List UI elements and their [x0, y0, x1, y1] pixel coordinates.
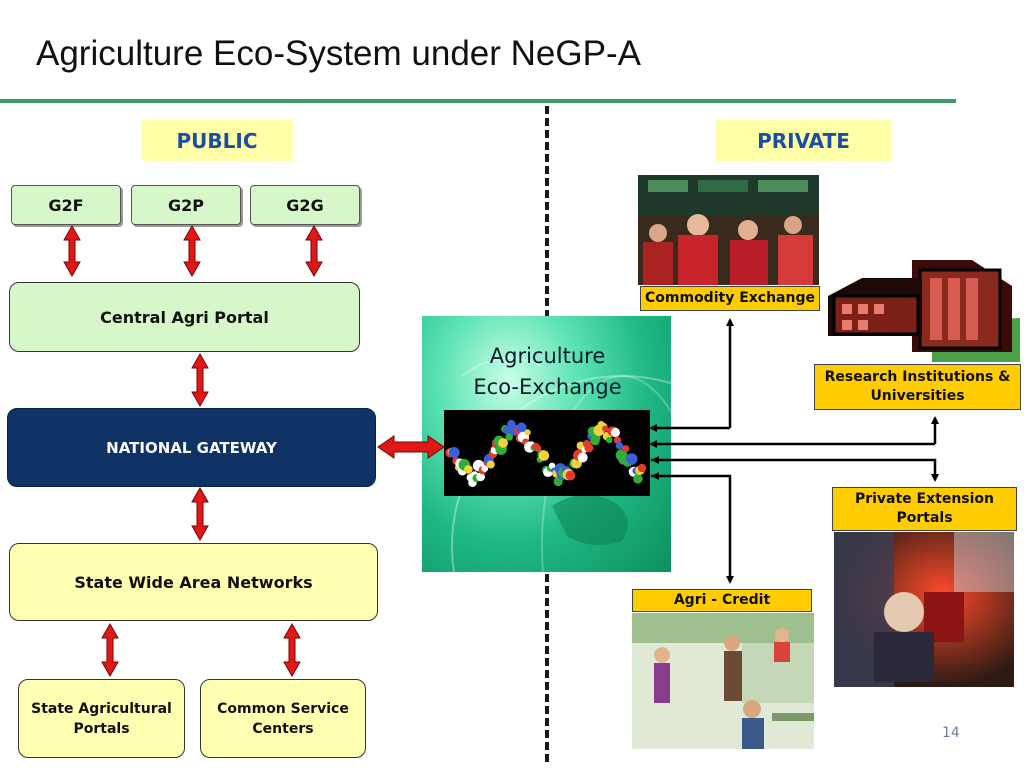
slide-title: Agriculture Eco-System under NeGP-A: [36, 34, 641, 73]
private-header: PRIVATE: [716, 120, 891, 161]
commodity-exchange-photo: [638, 175, 819, 285]
channel-g2p: G2P: [131, 185, 241, 225]
double-arrow-swan-csc: [283, 622, 301, 678]
double-arrow-gateway-exchange: [377, 435, 445, 459]
molecule-atom: [505, 433, 513, 441]
exchange-to-credit-arrow: [651, 474, 734, 584]
molecule-atom: [625, 453, 638, 465]
molecule-atom: [464, 465, 473, 474]
eco-exchange-title-line1: Agriculture: [489, 344, 606, 368]
molecule-atom: [584, 443, 594, 453]
molecule-atom: [516, 422, 527, 433]
channel-g2g: G2G: [250, 185, 360, 225]
molecule-atom: [476, 472, 485, 482]
private-connectors: [649, 318, 939, 584]
molecule-image: [444, 410, 650, 496]
national-gateway: NATIONAL GATEWAY: [7, 408, 376, 487]
central-agri-portal: Central Agri Portal: [9, 282, 360, 352]
molecule-atom: [577, 452, 588, 463]
molecule-atom: [622, 445, 630, 453]
double-arrow-swan-portals: [101, 622, 119, 678]
eco-exchange-title: Agriculture Eco-Exchange: [430, 341, 665, 403]
molecule-atom: [448, 447, 460, 459]
molecule-atom: [633, 474, 643, 484]
agri-credit-photo: [632, 613, 814, 749]
double-arrow-g2p: [183, 224, 201, 278]
molecule-atom: [548, 462, 556, 469]
commodity-exchange-label: Commodity Exchange: [640, 286, 820, 311]
credit-to-exchange-arrowhead: [651, 472, 659, 480]
double-arrow-gateway-swan: [191, 486, 209, 542]
agri-credit-label: Agri - Credit: [632, 589, 812, 612]
molecule-atom: [503, 425, 512, 435]
molecule-atom: [602, 425, 609, 432]
molecule-atom: [610, 427, 620, 438]
molecule-atom: [524, 429, 531, 436]
molecule-atom: [486, 460, 495, 469]
research-building-icon: [822, 256, 1020, 362]
molecule-atom: [615, 441, 624, 450]
private-extension-photo: [834, 532, 1014, 687]
double-arrow-portal-gateway: [191, 352, 209, 408]
exchange-to-extension-arrow: [651, 458, 939, 482]
public-header: PUBLIC: [141, 120, 293, 161]
common-service-centers: Common Service Centers: [200, 679, 366, 758]
title-underline: [0, 99, 956, 103]
state-wide-area-networks: State Wide Area Networks: [9, 543, 378, 621]
research-institutions-label: Research Institutions & Universities: [814, 364, 1021, 410]
molecule-atom: [565, 470, 576, 481]
molecule-atom: [498, 438, 508, 448]
molecule-atom: [534, 444, 542, 452]
molecule-atom: [593, 434, 601, 442]
state-agricultural-portals: State Agricultural Portals: [18, 679, 185, 758]
eco-exchange-title-line2: Eco-Exchange: [473, 375, 622, 399]
double-arrow-g2g: [305, 224, 323, 278]
extension-to-exchange-arrowhead: [651, 456, 659, 464]
double-arrow-g2f: [63, 224, 81, 278]
private-extension-label: Private Extension Portals: [832, 487, 1017, 531]
page-number: 14: [942, 725, 960, 741]
molecule-atom: [481, 465, 489, 472]
channel-g2f: G2F: [11, 185, 121, 225]
molecule-atom: [606, 436, 613, 444]
molecule-atom: [637, 463, 647, 473]
molecule-atom: [538, 450, 550, 461]
